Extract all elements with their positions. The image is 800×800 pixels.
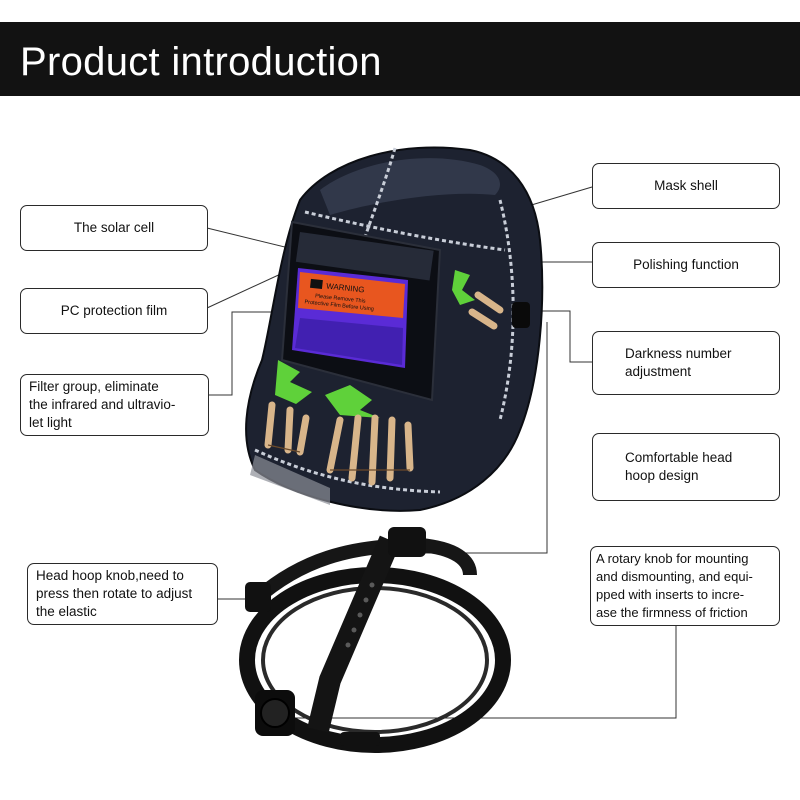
callout-head-hoop-knob-text: Head hoop knob,need to press then rotate… xyxy=(36,568,193,619)
callout-polishing-text: Polishing function xyxy=(633,257,739,272)
callout-mask-shell-text: Mask shell xyxy=(654,178,718,193)
head-hoop-icon xyxy=(239,527,511,753)
callout-pc-film: PC protection film xyxy=(20,288,208,334)
line-pc-film xyxy=(206,271,286,309)
line-rotary-knob xyxy=(295,626,677,719)
callout-head-hoop: Comfortable head hoop design xyxy=(592,433,780,501)
line-darkness xyxy=(528,310,592,363)
callout-darkness-text: Darkness number adjustment xyxy=(625,346,732,379)
sticker-line1: Please Remove This xyxy=(315,293,366,304)
welding-helmet-icon xyxy=(245,146,544,512)
line-mask-shell xyxy=(527,186,593,207)
callout-darkness: Darkness number adjustment xyxy=(592,331,780,395)
callout-pc-film-text: PC protection film xyxy=(60,303,168,318)
lens-sticker: WARNING Please Remove This Protective Fi… xyxy=(304,278,374,313)
callout-solar-cell-text: The solar cell xyxy=(73,220,155,235)
callout-filter-group: Filter group, eliminate the infrared and… xyxy=(20,374,209,436)
sticker-warning: WARNING xyxy=(326,282,365,295)
callout-solar-cell: The solar cell xyxy=(20,205,208,251)
callout-head-hoop-text: Comfortable head hoop design xyxy=(625,450,733,483)
callout-mask-shell: Mask shell xyxy=(592,163,780,209)
callout-rotary-knob: A rotary knob for mounting and dismounti… xyxy=(590,546,780,626)
line-filter-group xyxy=(208,311,285,396)
callout-polishing: Polishing function xyxy=(592,242,780,288)
callout-head-hoop-knob: Head hoop knob,need to press then rotate… xyxy=(27,563,218,625)
header-bar xyxy=(0,22,800,96)
callout-filter-group-text: Filter group, eliminate the infrared and… xyxy=(29,379,176,430)
callout-rotary-knob-text: A rotary knob for mounting and dismounti… xyxy=(596,551,753,620)
page-title: Product introduction xyxy=(20,40,382,84)
